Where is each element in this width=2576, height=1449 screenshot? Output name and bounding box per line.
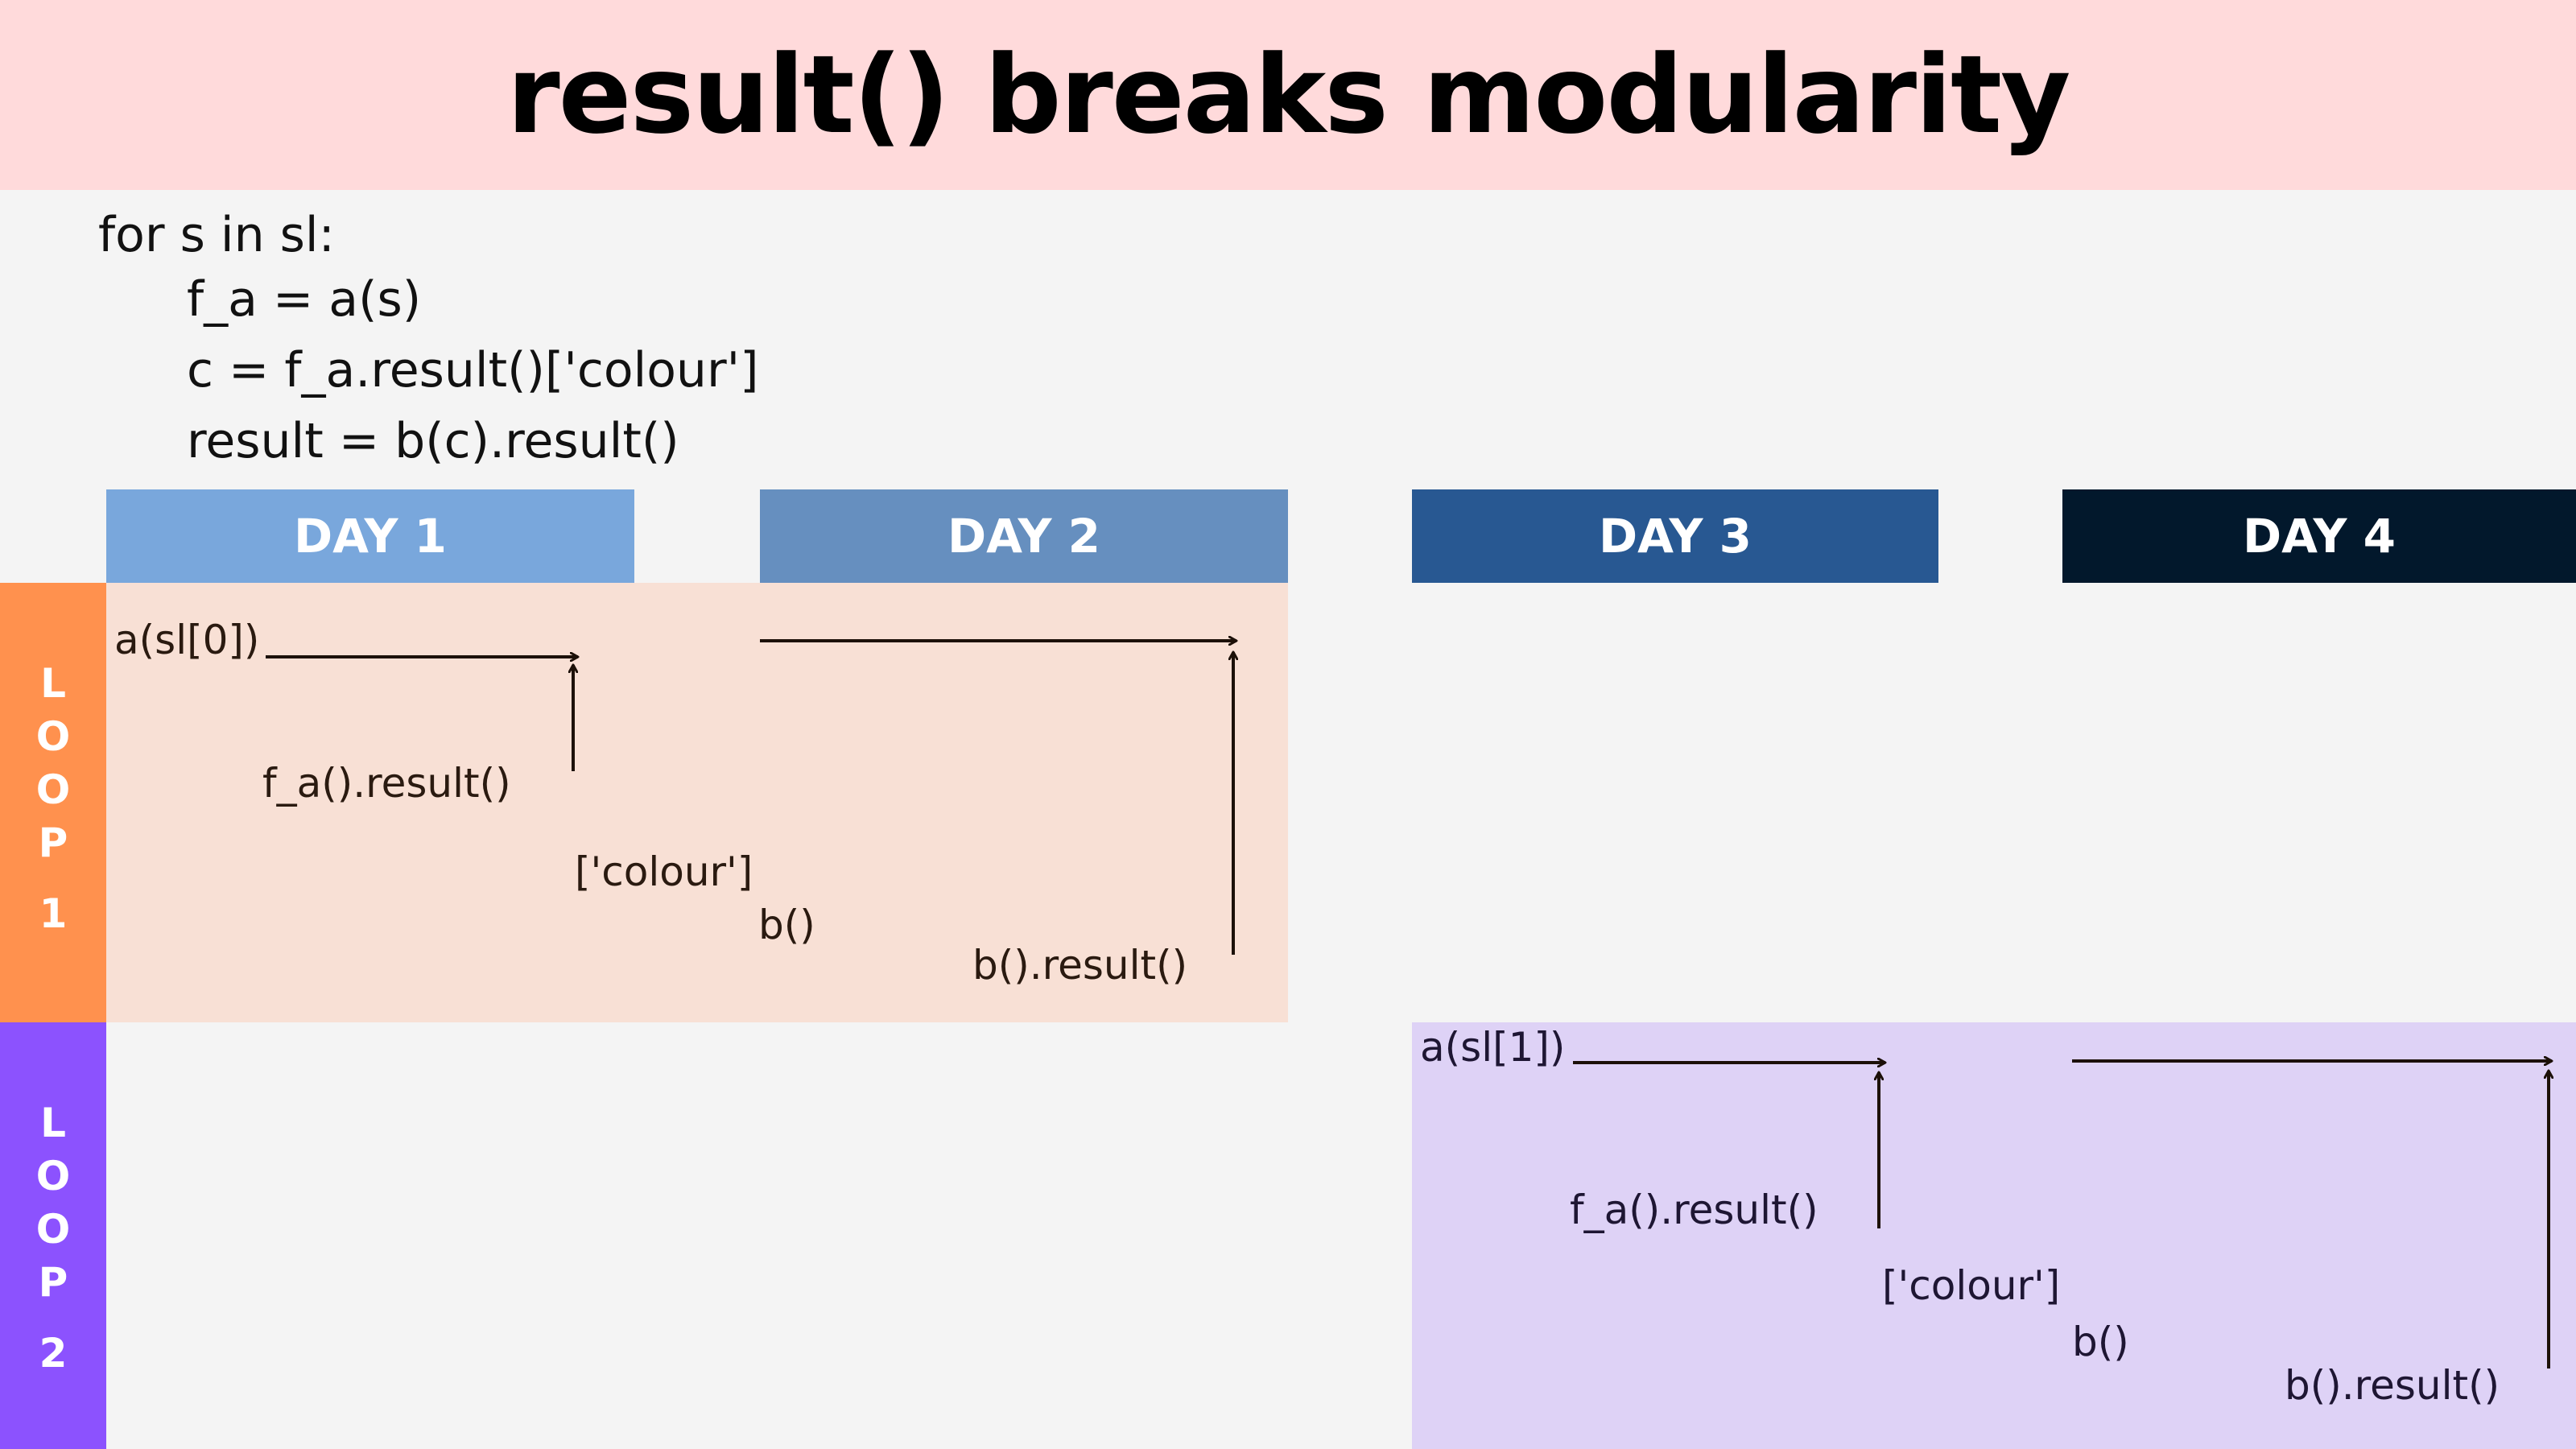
code-line-fa: f_a = a(s) [187, 271, 422, 328]
code-line-c: c = f_a.result()['colour'] [187, 342, 759, 398]
loop-2-letter: O [35, 1153, 71, 1199]
loop-2-index-label: ['colour'] [1882, 1262, 2061, 1309]
loop-1-index-label: ['colour'] [575, 848, 753, 895]
loop-2-letter: O [35, 1206, 71, 1253]
code-line-result: result = b(c).result() [187, 413, 679, 469]
loop-1-tab: L O O P 1 [0, 583, 106, 1022]
day-header-1: DAY 1 [106, 489, 634, 583]
loop-2-letter: L [40, 1100, 66, 1146]
loop-2-band [1412, 1022, 2576, 1449]
loop-2-tab: L O O P 2 [0, 1022, 106, 1449]
loop-2-call-label: a(sl[1]) [1420, 1024, 1566, 1071]
code-line-for: for s in sl: [98, 207, 335, 263]
loop-2-number: 2 [39, 1330, 68, 1377]
loop-2-b-result-label: b().result() [2285, 1362, 2500, 1409]
loop-1-letter: L [40, 660, 66, 707]
title-bar [0, 0, 2576, 190]
loop-1-letter: O [35, 766, 71, 813]
loop-2-result-label: f_a().result() [1570, 1187, 1818, 1233]
loop-1-number: 1 [39, 890, 68, 937]
loop-1-b-call-label: b() [758, 902, 815, 948]
loop-1-result-label: f_a().result() [262, 760, 511, 807]
day-header-3: DAY 3 [1412, 489, 1938, 583]
loop-1-letter: P [38, 819, 68, 866]
day-header-2: DAY 2 [760, 489, 1288, 583]
loop-2-b-call-label: b() [2072, 1319, 2129, 1365]
loop-1-b-result-label: b().result() [972, 942, 1188, 989]
loop-1-call-label: a(sl[0]) [114, 617, 260, 663]
page-title: result() breaks modularity [506, 32, 2071, 158]
loop-1-letter: O [35, 713, 71, 760]
day-header-4: DAY 4 [2062, 489, 2576, 583]
loop-2-letter: P [38, 1259, 68, 1306]
